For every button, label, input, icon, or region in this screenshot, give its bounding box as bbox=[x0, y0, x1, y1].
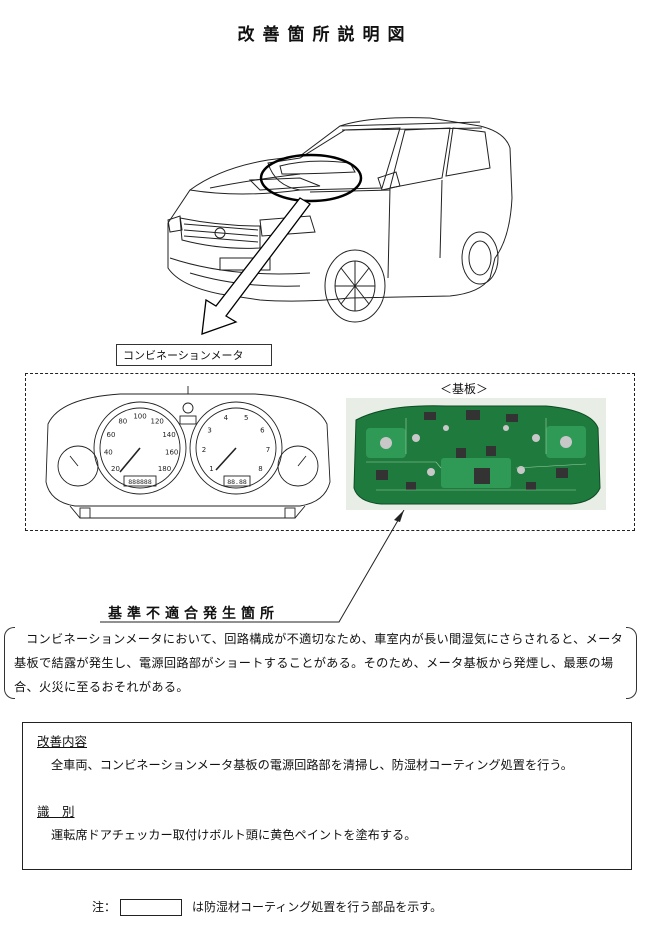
rpm-tick-label: 6 bbox=[260, 427, 265, 435]
car-illustration bbox=[167, 117, 513, 323]
identification-text: 運転席ドアチェッカー取付けボルト頭に黄色ペイントを塗布する。 bbox=[51, 828, 417, 842]
rpm-tick-label: 2 bbox=[202, 446, 206, 454]
improvement-text: 全車両、コンビネーションメータ基板の電源回路部を清掃し、防湿材コーティング処置を… bbox=[51, 758, 573, 772]
note-prefix: 注： bbox=[92, 900, 117, 914]
rpm-tick-label: 7 bbox=[266, 446, 270, 454]
rpm-tick-label: 5 bbox=[244, 414, 248, 422]
page-title: 改善箇所説明図 bbox=[237, 25, 413, 45]
odometer: 888888 bbox=[128, 478, 152, 486]
rpm-tick-label: 1 bbox=[209, 465, 213, 473]
note-text: は防湿材コーティング処置を行う部品を示す。 bbox=[192, 900, 443, 914]
defect-heading: 基準不適合発生箇所 bbox=[108, 606, 279, 622]
meter-label: コンビネーションメータ bbox=[116, 344, 272, 366]
speed-tick-label: 140 bbox=[162, 431, 175, 439]
rpm-tick-label: 8 bbox=[258, 465, 262, 473]
speed-tick-label: 80 bbox=[118, 418, 127, 426]
speed-tick-label: 100 bbox=[133, 413, 146, 421]
speed-tick-label: 160 bbox=[165, 449, 178, 457]
identification-heading: 識 別 bbox=[37, 804, 75, 819]
note-line: 注： は防湿材コーティング処置を行う部品を示す。 bbox=[92, 898, 442, 916]
meter-frame bbox=[25, 373, 635, 531]
note-legend-box bbox=[120, 899, 183, 916]
circuit-board-photo bbox=[346, 398, 606, 510]
speed-tick-label: 40 bbox=[104, 449, 113, 457]
speed-tick-label: 60 bbox=[107, 431, 116, 439]
rpm-tick-label: 3 bbox=[207, 427, 211, 435]
rpm-tick-label: 4 bbox=[224, 414, 229, 422]
countermeasure-box: 改善内容 全車両、コンビネーションメータ基板の電源回路部を清掃し、防湿材コーティ… bbox=[22, 722, 632, 870]
defect-description: コンビネーションメータにおいて、回路構成が不適切なため、車室内が長い間湿気にさら… bbox=[14, 632, 624, 694]
trip-meter: 88.88 bbox=[227, 478, 247, 486]
improvement-heading: 改善内容 bbox=[37, 734, 88, 749]
speed-tick-label: 180 bbox=[158, 465, 171, 473]
speed-tick-label: 20 bbox=[111, 465, 120, 473]
board-label: ＜基板＞ bbox=[440, 382, 489, 396]
speed-tick-label: 120 bbox=[151, 418, 164, 426]
